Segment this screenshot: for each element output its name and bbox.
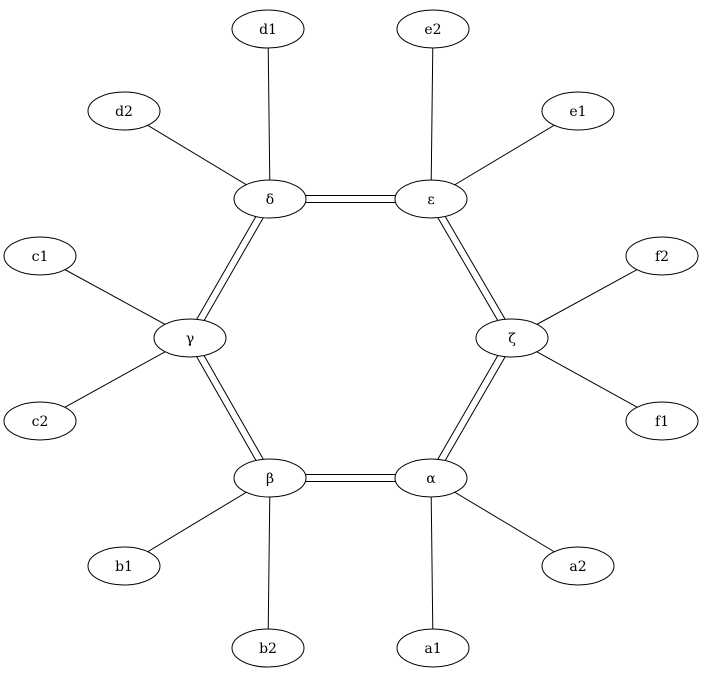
edge-line (186, 197, 268, 337)
node-label: δ (266, 192, 274, 208)
node-label: f2 (655, 249, 669, 265)
edge-line (192, 200, 274, 340)
edge-line (430, 28, 434, 200)
edge-line (267, 28, 271, 200)
node-label: a2 (569, 559, 586, 575)
edge-line (430, 110, 579, 200)
node-label: f1 (655, 414, 669, 430)
node-ellipse (233, 458, 307, 498)
edge-line (430, 477, 579, 567)
edge-alpha-a1 (430, 477, 434, 649)
node-label: α (426, 471, 436, 487)
node-beta[interactable]: β (233, 458, 307, 498)
edge-delta-d1 (267, 28, 271, 200)
nodes-layer: α β γ δ ε ζ a1 a2 b1 b2 c1 c2 d1 d2 e1 e2 f1 f2 (3, 9, 699, 668)
edge-epsilon-e2 (430, 28, 434, 200)
node-label: c2 (32, 414, 49, 430)
node-ellipse (233, 179, 307, 219)
node-label: c1 (32, 249, 49, 265)
node-e1[interactable]: e1 (541, 91, 615, 131)
node-ellipse (394, 458, 468, 498)
node-delta[interactable]: δ (233, 179, 307, 219)
edge-delta-d2 (123, 110, 271, 200)
edge-beta-b2 (267, 477, 271, 649)
node-label: b2 (259, 641, 277, 657)
node-label: b1 (115, 559, 133, 575)
node-label: d1 (259, 22, 277, 38)
edge-line (427, 335, 510, 477)
node-ellipse (541, 546, 615, 586)
node-alpha[interactable]: α (394, 458, 468, 498)
node-ellipse (625, 401, 699, 441)
node-a1[interactable]: a1 (396, 628, 470, 668)
node-ellipse (394, 179, 468, 219)
edge-line (430, 477, 434, 649)
node-label: e1 (569, 104, 586, 120)
edge-epsilon-zeta (427, 196, 516, 341)
edge-line (433, 339, 516, 481)
node-gamma[interactable]: γ (153, 318, 227, 358)
node-ellipse (475, 318, 549, 358)
node-a2[interactable]: a2 (541, 546, 615, 586)
node-ellipse (87, 546, 161, 586)
node-ellipse (3, 236, 77, 276)
edge-zeta-alpha (427, 335, 516, 481)
node-d1[interactable]: d1 (231, 9, 305, 49)
node-d2[interactable]: d2 (87, 91, 161, 131)
node-epsilon[interactable]: ε (394, 179, 468, 219)
node-label: ε (427, 192, 434, 208)
edge-beta-b1 (123, 477, 271, 567)
edge-line (192, 336, 274, 477)
edge-line (123, 477, 271, 567)
node-b1[interactable]: b1 (87, 546, 161, 586)
node-ellipse (625, 236, 699, 276)
edge-gamma-delta (186, 197, 274, 340)
edge-line (186, 339, 268, 480)
node-c1[interactable]: c1 (3, 236, 77, 276)
node-label: ζ (508, 331, 516, 347)
node-ellipse (231, 9, 305, 49)
node-label: e2 (424, 22, 441, 38)
edge-line (427, 200, 510, 341)
edge-line (267, 477, 271, 649)
node-label: γ (186, 331, 194, 347)
node-ellipse (396, 628, 470, 668)
node-label: β (266, 471, 274, 487)
node-ellipse (3, 401, 77, 441)
node-ellipse (396, 9, 470, 49)
node-c2[interactable]: c2 (3, 401, 77, 441)
node-ellipse (153, 318, 227, 358)
node-f2[interactable]: f2 (625, 236, 699, 276)
node-zeta[interactable]: ζ (475, 318, 549, 358)
edge-beta-gamma (186, 336, 274, 480)
node-b2[interactable]: b2 (231, 628, 305, 668)
node-f1[interactable]: f1 (625, 401, 699, 441)
node-ellipse (87, 91, 161, 131)
node-label: d2 (115, 104, 133, 120)
edge-line (123, 110, 271, 200)
edge-alpha-a2 (430, 477, 579, 567)
node-ellipse (541, 91, 615, 131)
node-ellipse (231, 628, 305, 668)
node-e2[interactable]: e2 (396, 9, 470, 49)
edge-epsilon-e1 (430, 110, 579, 200)
node-label: a1 (424, 641, 441, 657)
edge-line (433, 196, 516, 337)
